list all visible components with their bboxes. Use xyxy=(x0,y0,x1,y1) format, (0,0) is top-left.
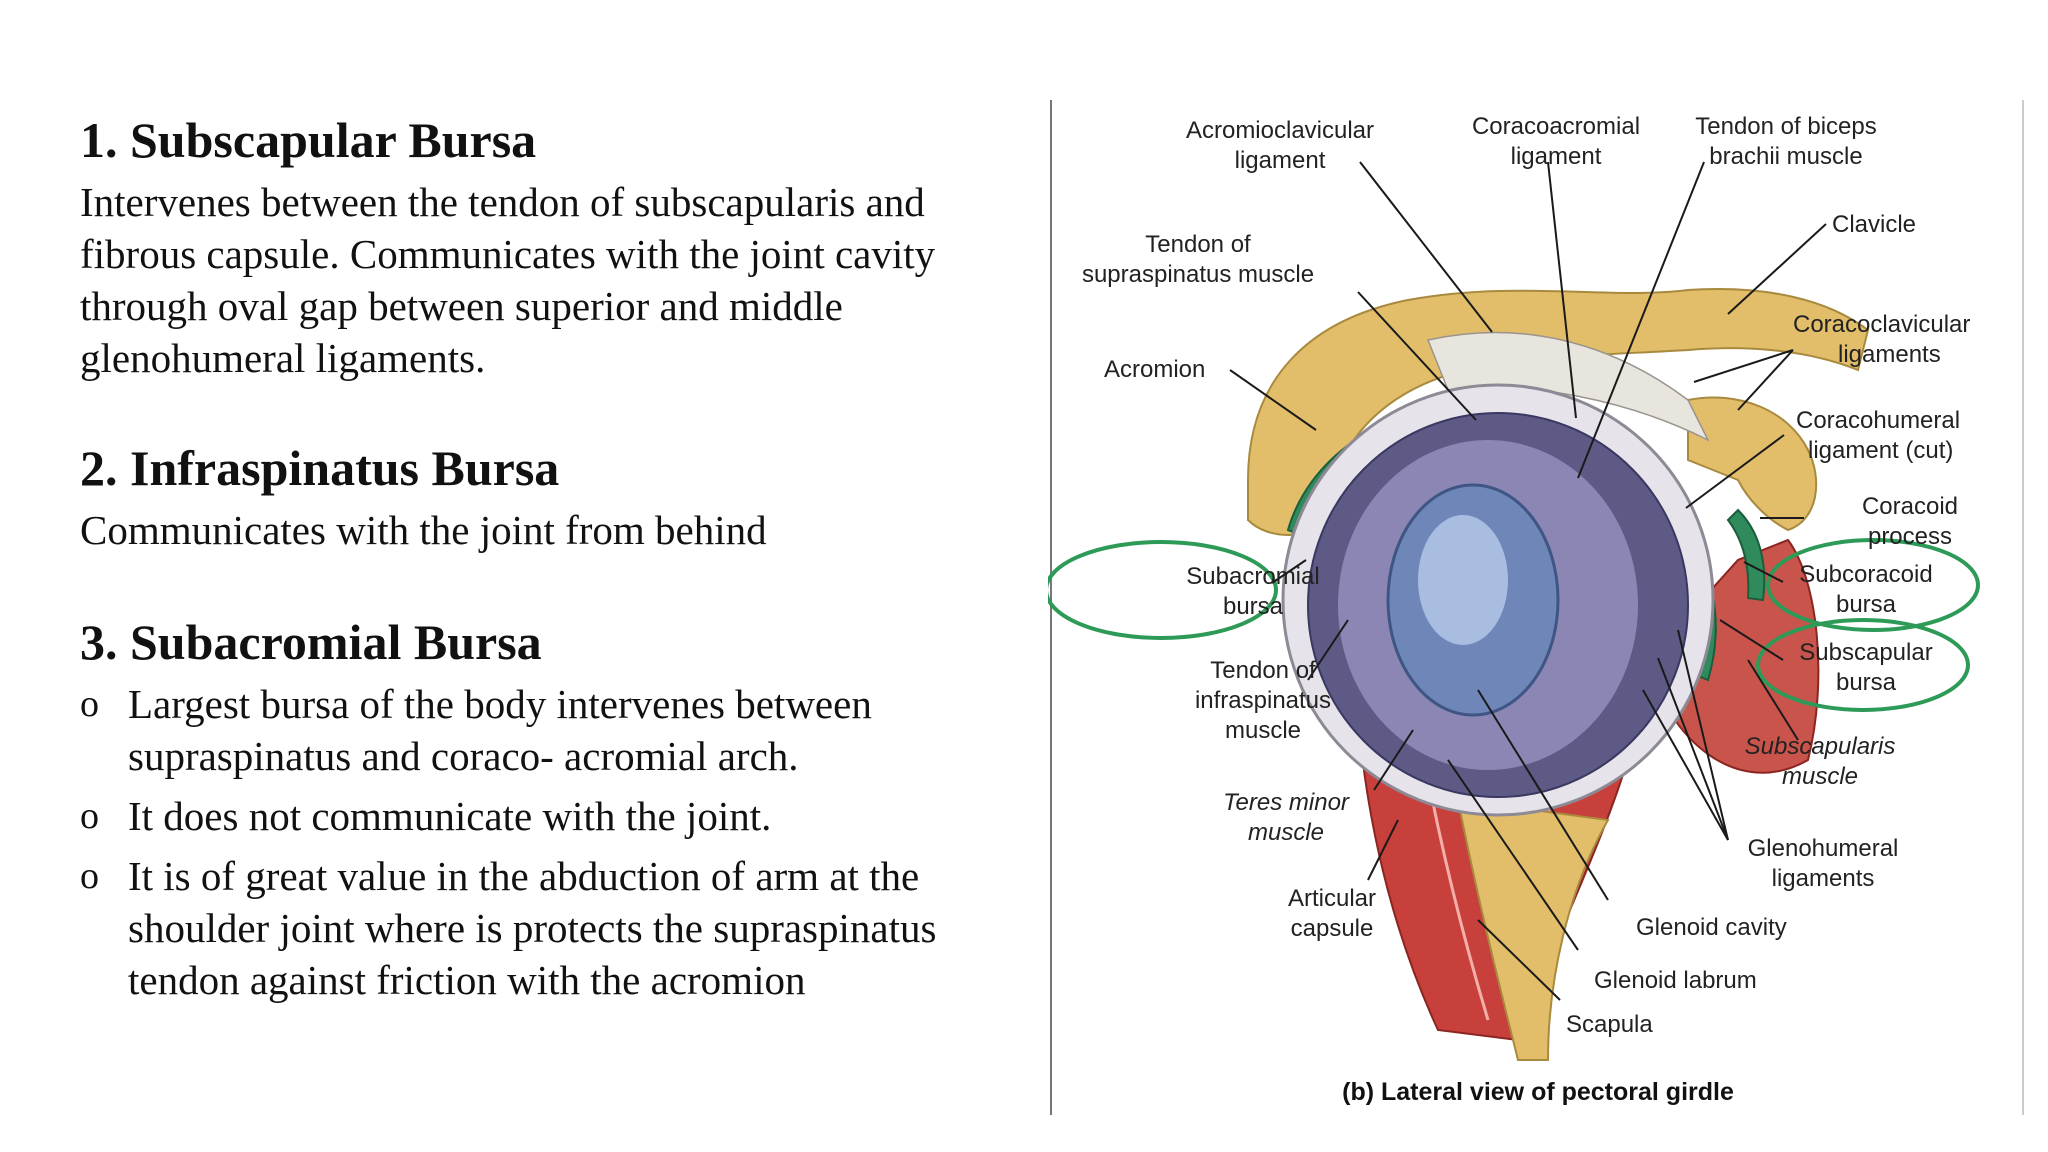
bullet-item: o It does not communicate with the joint… xyxy=(80,790,1020,842)
leader-line xyxy=(1359,161,1493,333)
infraspinatus-description: Communicates with the joint from behind xyxy=(80,504,1020,556)
bullet-item: o Largest bursa of the body intervenes b… xyxy=(80,678,1020,782)
leader-line xyxy=(1307,619,1349,681)
acromion-label: Acromion xyxy=(1104,356,1205,383)
subscapular-description: Intervenes between the tendon of subscap… xyxy=(80,176,1020,384)
leader-line xyxy=(1747,659,1799,741)
leader-line xyxy=(1642,689,1729,841)
coracoid-process-shape xyxy=(1687,396,1818,532)
glenoid-labrum-label: Glenoid labrum xyxy=(1594,967,1757,994)
leader-line xyxy=(1719,619,1784,661)
subcoracoid-bursa-shape xyxy=(1726,508,1766,602)
clavicle-label: Clavicle xyxy=(1832,211,1916,238)
leader-line xyxy=(1727,223,1827,315)
text-line: Communicates with the joint from behind xyxy=(80,507,767,553)
leader-line xyxy=(1447,759,1579,951)
leader-line xyxy=(1743,561,1784,583)
bullet-item: o It is of great value in the abduction … xyxy=(80,850,1020,1006)
leader-line xyxy=(1657,657,1729,841)
leader-line xyxy=(1477,919,1561,1001)
leader-line xyxy=(1477,689,1609,901)
bullet-marker: o xyxy=(80,795,99,837)
leader-line xyxy=(1737,349,1794,411)
subscapular-highlight-circle xyxy=(1756,618,1970,712)
leader-line xyxy=(1685,434,1785,509)
subscapularis-muscle-shape xyxy=(1646,538,1820,774)
text-line: Intervenes between the tendon of subscap… xyxy=(80,179,925,225)
leader-line xyxy=(1229,369,1317,431)
subacromial-highlight-circle xyxy=(1048,540,1278,640)
heading-subscapular-bursa: 1. Subscapular Bursa xyxy=(80,112,537,168)
leader-line xyxy=(1577,161,1705,479)
leader-line xyxy=(1367,819,1399,881)
glenoid-highlight xyxy=(1418,515,1508,645)
text-column: 1. Subscapular Bursa Intervenes between … xyxy=(80,110,1020,1014)
glenoid-cavity-label: Glenoid cavity xyxy=(1636,914,1787,941)
bullet-marker: o xyxy=(80,855,99,897)
subcoracoid-highlight-circle xyxy=(1766,538,1980,632)
text-line: glenohumeral ligaments. xyxy=(80,335,486,381)
figure-caption: (b) Lateral view of pectoral girdle xyxy=(1342,1078,1734,1106)
heading-subacromial-bursa: 3. Subacromial Bursa xyxy=(80,614,542,670)
subacromial-bullet-list: o Largest bursa of the body intervenes b… xyxy=(80,678,1020,1006)
leader-line xyxy=(1547,161,1577,419)
leader-line xyxy=(1677,629,1729,841)
scapula-label: Scapula xyxy=(1566,1011,1653,1038)
leader-line xyxy=(1373,729,1414,791)
text-line: through oval gap between superior and mi… xyxy=(80,283,843,329)
leader-line xyxy=(1693,349,1794,383)
leader-line xyxy=(1271,559,1307,584)
heading-infraspinatus-bursa: 2. Infraspinatus Bursa xyxy=(80,440,560,496)
text-line: fibrous capsule. Communicates with the j… xyxy=(80,231,936,277)
leader-line xyxy=(1357,291,1477,421)
scapula-bone-shape xyxy=(1456,798,1610,1061)
bullet-marker: o xyxy=(80,683,99,725)
